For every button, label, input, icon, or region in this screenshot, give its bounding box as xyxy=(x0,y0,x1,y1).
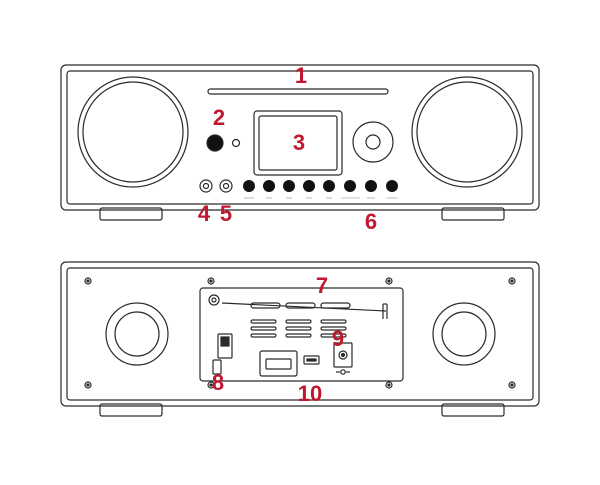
callout-5: 5 xyxy=(220,201,232,226)
callout-2: 2 xyxy=(213,105,225,130)
ir-sensor xyxy=(231,138,241,148)
headphone-jack[interactable] xyxy=(199,179,213,193)
usb-icon[interactable] xyxy=(303,355,320,365)
left-speaker xyxy=(77,76,189,188)
callout-1: 1 xyxy=(295,63,307,88)
front-right-foot xyxy=(441,207,505,221)
rear-cabinet-outer xyxy=(60,261,540,407)
callout-4: 4 xyxy=(198,201,211,226)
cd-slot[interactable] xyxy=(207,88,389,95)
rear-screws xyxy=(84,277,516,389)
aux-in-jack[interactable] xyxy=(219,179,233,193)
front-left-foot xyxy=(99,207,163,221)
power-knob[interactable] xyxy=(206,134,224,152)
rear-right-foot xyxy=(441,403,505,417)
control-button[interactable] xyxy=(323,180,335,192)
left-bass-port xyxy=(105,302,169,366)
right-speaker xyxy=(411,76,523,188)
volume-knob-icon[interactable] xyxy=(352,121,394,163)
control-button[interactable] xyxy=(344,180,356,192)
front-cabinet-outer xyxy=(60,64,540,211)
callout-9: 9 xyxy=(332,326,344,351)
dc-in-socket-icon[interactable] xyxy=(333,342,353,368)
network-port[interactable] xyxy=(259,350,298,377)
front-view xyxy=(60,64,540,221)
dc-polarity-mark xyxy=(336,369,350,375)
callout-8: 8 xyxy=(212,370,224,395)
control-button[interactable] xyxy=(283,180,295,192)
rear-cabinet-inner xyxy=(66,267,534,401)
callout-10: 10 xyxy=(298,381,322,406)
callout-7: 7 xyxy=(316,273,328,298)
right-bass-port xyxy=(432,302,496,366)
control-button[interactable] xyxy=(365,180,377,192)
rear-left-foot xyxy=(99,403,163,417)
mains-socket xyxy=(212,359,222,375)
display-outer xyxy=(253,110,343,176)
control-button[interactable] xyxy=(243,180,255,192)
control-button[interactable] xyxy=(386,180,398,192)
telescopic-antenna-icon[interactable] xyxy=(221,302,388,319)
power-switch-icon[interactable] xyxy=(217,333,233,359)
callout-labels: 1 2 3 4 5 6 7 8 9 10 xyxy=(198,63,377,406)
grille-vents xyxy=(250,319,347,338)
rear-connector-panel xyxy=(199,287,404,382)
callout-3: 3 xyxy=(293,130,305,155)
rear-view xyxy=(60,261,540,417)
callout-6: 6 xyxy=(365,209,377,234)
front-cabinet-inner xyxy=(66,70,534,205)
control-button[interactable] xyxy=(263,180,275,192)
control-button[interactable] xyxy=(303,180,315,192)
antenna-socket[interactable] xyxy=(208,294,220,306)
control-buttons xyxy=(243,180,398,192)
display-screen xyxy=(258,115,338,171)
